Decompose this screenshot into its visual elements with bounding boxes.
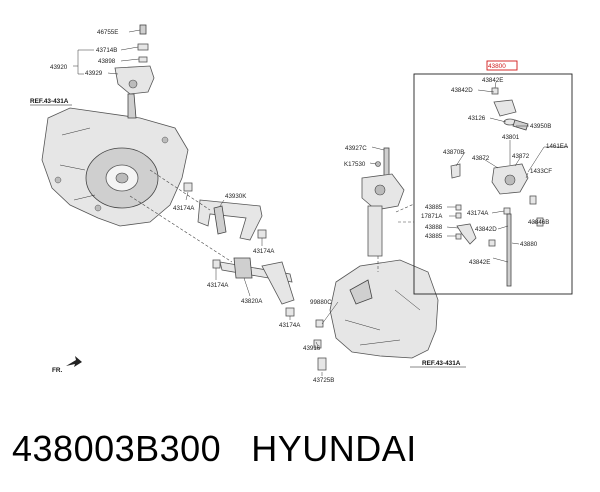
label-43842E-1: 43842E: [482, 77, 503, 84]
label-43126: 43126: [468, 115, 486, 122]
label-99880C: 99880C: [310, 299, 332, 306]
shift-forks: [183, 182, 267, 241]
label-43885-2: 43885: [425, 233, 443, 240]
transmission-case-center: [313, 259, 439, 371]
label-43880: 43880: [520, 241, 538, 248]
label-K17530: K17530: [344, 161, 366, 168]
label-46755E: 46755E: [97, 29, 118, 36]
part-caption: 438003B300 HYUNDAI: [12, 428, 447, 470]
label-43916: 43916: [303, 345, 321, 352]
brand-name: HYUNDAI: [251, 428, 417, 469]
control-shaft-assembly: [361, 147, 405, 257]
label-43872-1: 43872: [472, 155, 490, 162]
label-43872-2: 43872: [512, 153, 530, 160]
label-43174A-2: 43174A: [253, 248, 275, 255]
label-43842D-1: 43842D: [451, 87, 473, 94]
label-43801: 43801: [502, 134, 520, 141]
label-43898: 43898: [98, 58, 116, 65]
label-43725B: 43725B: [313, 377, 334, 384]
label-43950B: 43950B: [530, 123, 551, 130]
ref-right: REF.43-431A: [422, 360, 461, 367]
label-1461EA: 1461EA: [546, 143, 569, 150]
part-number: 438003B300: [12, 428, 222, 469]
front-label: FR.: [52, 367, 63, 374]
label-43800-highlight: 43800: [488, 63, 506, 70]
highlight-box: [486, 60, 518, 71]
label-43929: 43929: [85, 70, 103, 77]
leader-lines: [73, 29, 568, 376]
label-43888: 43888: [425, 224, 443, 231]
label-43174A-5: 43174A: [467, 210, 489, 217]
label-43714B: 43714B: [96, 47, 117, 54]
exploded-parts-diagram: 46755E 43714B 43898 43920 43929 REF.43-4…: [30, 24, 573, 384]
ref-left: REF.43-431A: [30, 98, 69, 105]
label-43927C: 43927C: [345, 145, 367, 152]
transmission-housing-left: [41, 107, 189, 227]
label-43930K: 43930K: [225, 193, 247, 200]
label-43820A: 43820A: [241, 298, 263, 305]
label-43174A-4: 43174A: [279, 322, 301, 329]
label-43846B: 43846B: [528, 219, 549, 226]
label-43885-1: 43885: [425, 204, 443, 211]
label-1433CF: 1433CF: [530, 168, 552, 175]
label-43174A-3: 43174A: [207, 282, 229, 289]
fork-shaft-assembly: [212, 257, 295, 317]
detail-parts: [450, 87, 544, 287]
label-43842E-2: 43842E: [469, 259, 490, 266]
label-43842D-2: 43842D: [475, 226, 497, 233]
detail-panel-frame: [413, 73, 573, 295]
alignment-lines: [129, 169, 415, 272]
shift-lever-bracket: [114, 24, 155, 119]
label-17871A: 17871A: [421, 213, 443, 220]
front-direction-arrow: [66, 356, 82, 367]
label-43870B: 43870B: [443, 149, 464, 156]
label-43174A-1: 43174A: [173, 205, 195, 212]
label-43920: 43920: [50, 64, 68, 71]
